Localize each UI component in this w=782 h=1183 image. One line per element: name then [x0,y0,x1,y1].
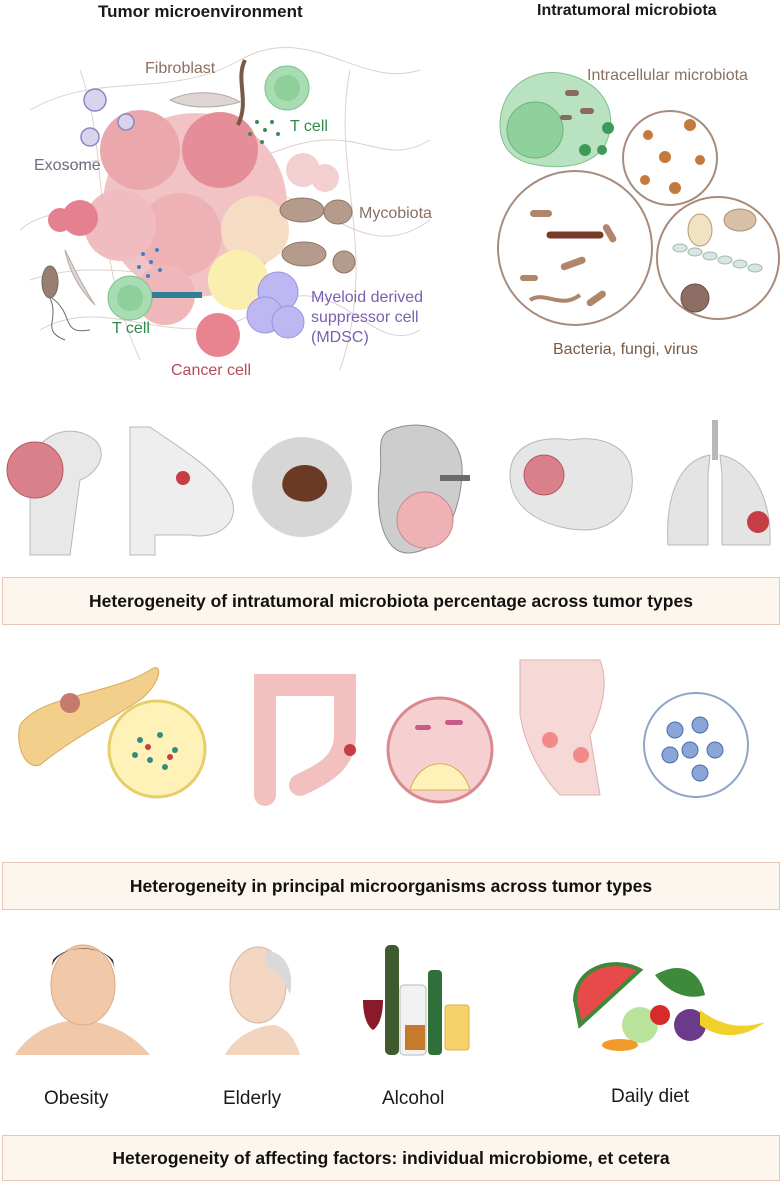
colon-mucosa-zoom [386,696,494,804]
mycobiota-cells [279,197,356,274]
banner-percentage-heterogeneity: Heterogeneity of intratumoral microbiota… [2,577,780,625]
breast-icon [129,426,234,556]
intratumoral-title: Intratumoral microbiota [537,2,717,19]
exosome-group [80,88,135,147]
fungi-circle [656,196,780,320]
brain-icon [509,438,633,531]
factor-elderly: Elderly [223,1088,282,1109]
fungal-hyphae [672,243,763,273]
label-mdsc-line1: Myeloid derived [311,289,424,306]
label-mdsc-line2: suppressor cell [311,309,419,326]
vesicles [579,122,614,156]
pancreas-icon [18,667,207,799]
kidney-icon [377,424,470,554]
intracellular-bacteria [560,90,594,120]
label-intracellular: Intracellular microbiota [587,67,748,84]
factor-obesity: Obesity [44,1088,109,1109]
fungal-spore [680,283,710,313]
bone-icon [6,430,102,556]
factors-illustration [15,944,765,1056]
bacteria-circle [497,170,653,326]
daily-diet-icon [572,962,765,1051]
mdsc-cells [246,271,305,339]
banner-principal-microorganisms: Heterogeneity in principal microorganism… [2,862,780,910]
yeast-cell [723,208,757,232]
colon-icon [254,674,356,806]
tme-title: Tumor microenvironment [98,2,303,21]
fibroblast-cell-2 [64,249,96,306]
lung-icon [667,420,771,546]
label-mycobiota: Mycobiota [359,205,432,222]
nasopharynx-icon [519,659,749,798]
elderly-person-icon [225,946,300,1055]
tumor-mass [48,110,339,357]
colon-tumor [344,744,356,756]
spore-cell [687,213,713,247]
host-nucleus [506,101,564,159]
principal-microorganisms-row [18,659,749,806]
virus-particles-orange [640,119,705,194]
label-fibroblast: Fibroblast [145,60,216,77]
fibroblast-cell [168,92,242,108]
alcohol-bottles-icon [363,945,470,1056]
skin-lesion-icon [252,437,352,537]
label-cancer-cell: Cancer cell [171,362,252,379]
virus-particles [137,248,162,278]
flagellated-bacterium [41,265,91,341]
label-t-cell-top: T cell [290,118,328,135]
tumor-microenvironment-illustration [19,47,431,371]
label-mdsc-line3: (MDSC) [311,329,369,346]
factor-daily-diet: Daily diet [611,1086,690,1107]
organ-row [6,420,771,556]
cytokine-dots [248,120,280,144]
bacteria-cells [520,210,617,307]
banner-affecting-factors: Heterogeneity of affecting factors: indi… [2,1135,780,1181]
intratumoral-microbiota-illustration [497,71,780,326]
factor-alcohol: Alcohol [382,1088,445,1109]
label-bacteria-fungi-virus: Bacteria, fungi, virus [553,341,698,358]
receptor-bar [152,292,202,298]
label-t-cell-bottom: T cell [112,320,150,337]
bacterium-squiggle [236,59,247,126]
label-exosome: Exosome [34,157,101,174]
obese-man-icon [15,944,150,1055]
